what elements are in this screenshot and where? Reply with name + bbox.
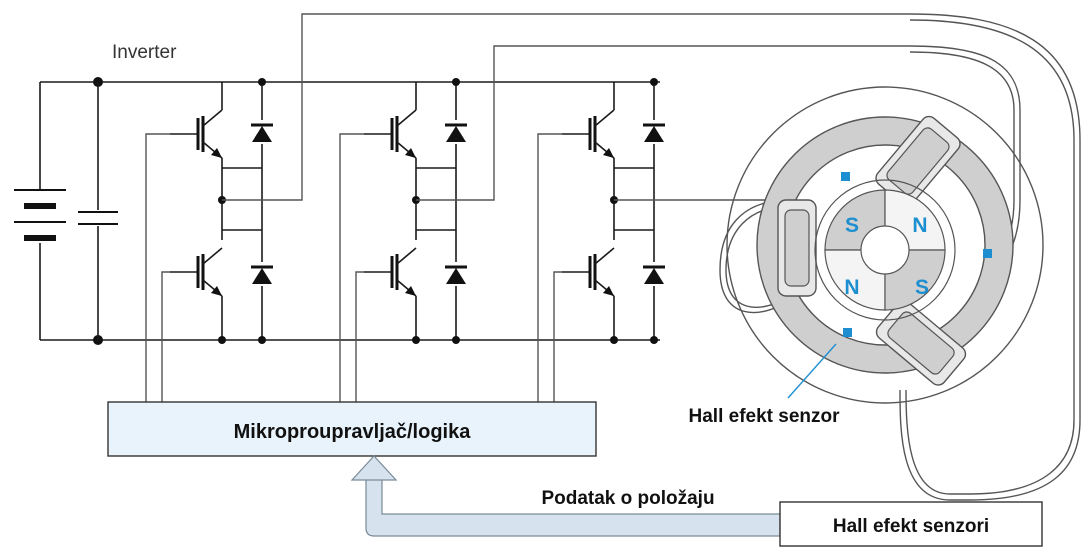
- pole-label-bottom-left: N: [844, 276, 859, 299]
- dc-bus: [39, 77, 660, 345]
- hall-sensor-dots: [841, 172, 992, 337]
- battery-symbol: [14, 189, 66, 241]
- inverter-label: Inverter: [112, 42, 177, 63]
- motor: [719, 13, 1081, 501]
- position-data-label: Podatak o položaju: [541, 488, 714, 509]
- hall-sensors-box: [779, 501, 1043, 547]
- rotor: [824, 189, 946, 311]
- hall-sensor-label: Hall efekt senzor: [689, 406, 841, 427]
- phase-leg-1: [145, 13, 910, 402]
- stator-poles: [777, 115, 967, 386]
- controller-box: [107, 401, 597, 457]
- pole-label-top-left: S: [845, 214, 859, 237]
- hall-pointer: [787, 343, 837, 399]
- controller-label: Mikroproupravljač/logika: [234, 421, 472, 443]
- pole-label-top-right: N: [912, 214, 927, 237]
- pole-label-bottom-right: S: [915, 276, 929, 299]
- phase-leg-3: [537, 78, 790, 402]
- capacitor-symbol: [78, 82, 118, 340]
- feedback-arrow: [350, 455, 781, 537]
- phase-leg-2: [339, 45, 910, 402]
- hall-sensors-label: Hall efekt senzori: [833, 516, 989, 537]
